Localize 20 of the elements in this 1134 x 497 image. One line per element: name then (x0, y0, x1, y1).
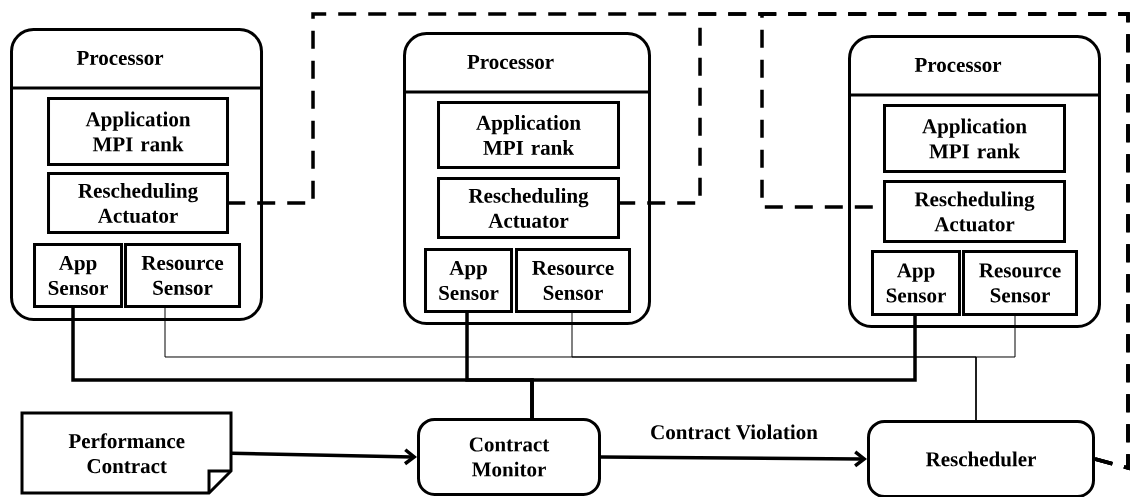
connector (231, 448, 417, 466)
edge-label: Contract Violation (651, 424, 818, 440)
component-box: Resource Sensor (124, 243, 241, 308)
connector (760, 12, 1130, 471)
component-box: Resource Sensor (515, 248, 631, 313)
connector (530, 316, 917, 418)
component-box: Application MPI rank (883, 104, 1066, 173)
rounded-box: Contract Monitor (417, 418, 601, 496)
component-box: Application MPI rank (47, 97, 229, 166)
connector (601, 450, 867, 468)
component-box: App Sensor (33, 243, 123, 308)
component-box: Rescheduling Actuator (437, 177, 620, 239)
component-box: Rescheduling Actuator (47, 172, 229, 234)
component-box: Resource Sensor (962, 250, 1078, 316)
component-box: Rescheduling Actuator (883, 180, 1066, 243)
component-box: App Sensor (871, 250, 961, 316)
component-box: App Sensor (424, 248, 513, 313)
component-box: Application MPI rank (437, 101, 620, 169)
rounded-box: Rescheduler (867, 420, 1095, 497)
connector (975, 315, 1016, 421)
